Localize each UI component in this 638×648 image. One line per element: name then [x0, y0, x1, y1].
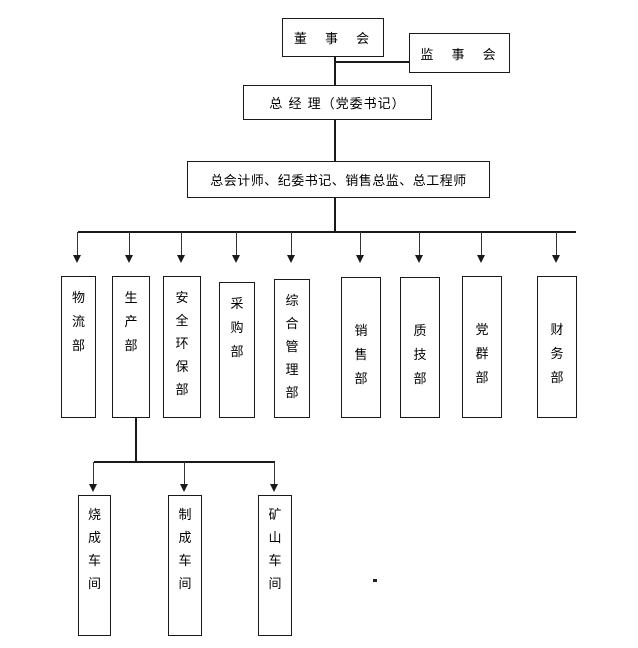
down-arrow-dept-8: [476, 232, 487, 263]
node-dept-general-management: 综 合 管 理 部: [274, 279, 310, 418]
down-arrow-dept-3: [176, 232, 187, 263]
node-board-of-directors: 董 事 会: [282, 18, 384, 57]
down-arrow-dept-5: [286, 232, 297, 263]
down-arrow-dept-4: [231, 232, 242, 263]
stray-dot: [373, 579, 377, 582]
node-workshop-finishing: 制 成 车 间: [168, 495, 202, 636]
node-dept-finance: 财 务 部: [537, 276, 577, 418]
node-workshop-mining: 矿 山 车 间: [258, 495, 292, 636]
node-dept-safety-environment: 安 全 环 保 部: [163, 276, 201, 418]
down-arrow-dept-6: [355, 232, 366, 263]
down-arrow-workshop-3: [269, 462, 280, 492]
down-arrow-dept-2: [124, 232, 135, 263]
node-dept-sales: 销 售 部: [341, 277, 381, 418]
down-arrow-workshop-1: [88, 462, 99, 492]
down-arrow-dept-1: [72, 232, 83, 263]
connector-workshop-bus: [94, 461, 275, 463]
connector-staff-bus: [334, 198, 336, 231]
node-dept-procurement: 采 购 部: [219, 282, 255, 418]
connector-board-gm: [334, 57, 336, 85]
node-dept-party-masses: 党 群 部: [462, 276, 502, 418]
node-general-manager: 总 经 理（党委书记）: [243, 85, 432, 120]
down-arrow-workshop-2: [179, 462, 190, 492]
connector-department-bus: [78, 231, 576, 233]
node-dept-production: 生 产 部: [112, 276, 150, 418]
down-arrow-dept-9: [551, 232, 562, 263]
connector-production-drop: [135, 418, 137, 461]
connector-board-supervisory: [334, 61, 409, 63]
node-supervisory-board: 监 事 会: [409, 33, 510, 73]
node-staff-officers: 总会计师、纪委书记、销售总监、总工程师: [187, 161, 490, 198]
down-arrow-dept-7: [414, 232, 425, 263]
connector-gm-staff: [334, 120, 336, 161]
node-dept-logistics: 物 流 部: [61, 276, 96, 418]
node-workshop-sintering: 烧 成 车 间: [78, 495, 111, 636]
node-dept-quality-technology: 质 技 部: [400, 277, 440, 418]
